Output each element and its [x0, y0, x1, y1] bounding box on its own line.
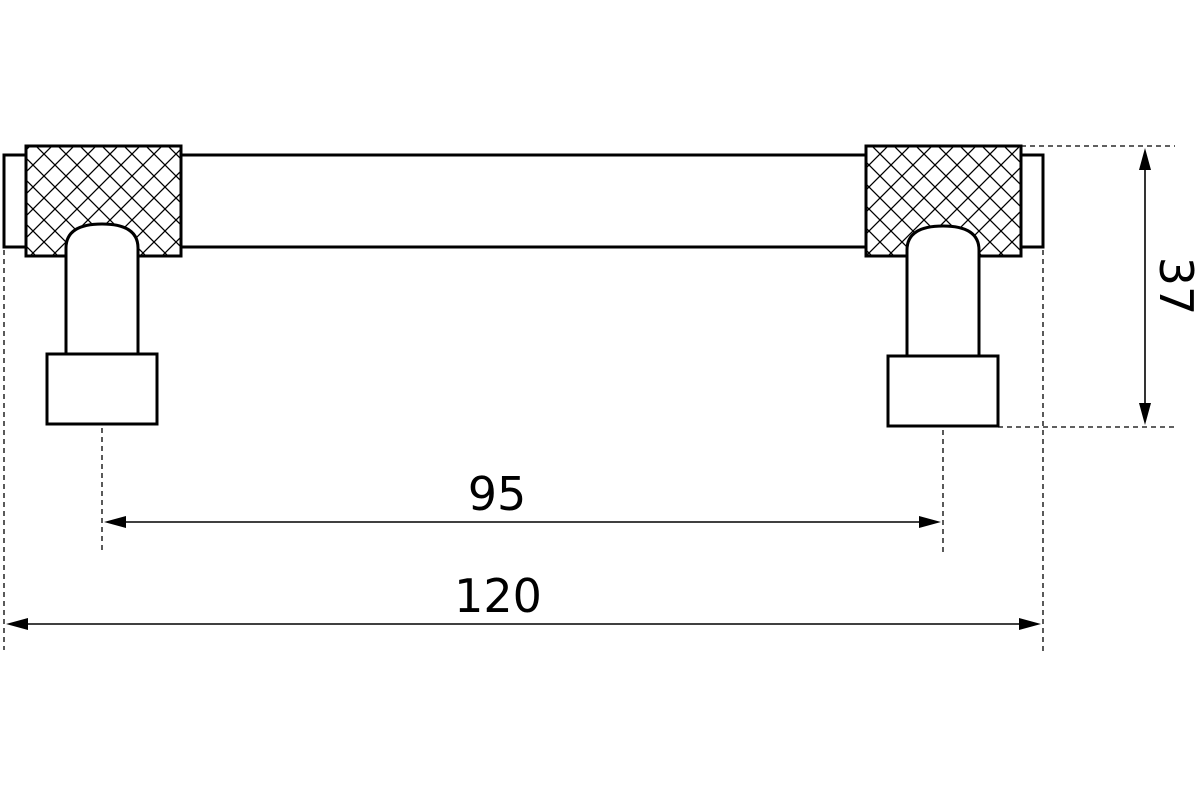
overall-length-arrow-left — [6, 618, 28, 630]
extension-lines — [3, 145, 1175, 655]
handle-body — [2, 144, 1045, 428]
right-foot — [886, 354, 1000, 428]
left-end-cap — [2, 153, 28, 249]
overall-length-arrow-right — [1019, 618, 1041, 630]
overall-length-label: 120 — [454, 569, 542, 623]
height-label: 37 — [1149, 257, 1200, 316]
left-leg — [64, 222, 140, 356]
hole-spacing-arrow-right — [919, 516, 941, 528]
right-end-cap — [1019, 153, 1045, 249]
hole-spacing-dimension: 95 — [104, 467, 941, 528]
height-arrow-bottom — [1139, 403, 1151, 425]
height-arrow-top — [1139, 148, 1151, 170]
hole-spacing-label: 95 — [468, 467, 527, 521]
left-foot — [45, 352, 159, 426]
hole-spacing-arrow-left — [104, 516, 126, 528]
height-dimension: 37 — [1139, 148, 1200, 425]
overall-length-dimension: 120 — [6, 569, 1041, 630]
right-leg — [905, 224, 981, 358]
handle-bar — [178, 153, 868, 249]
